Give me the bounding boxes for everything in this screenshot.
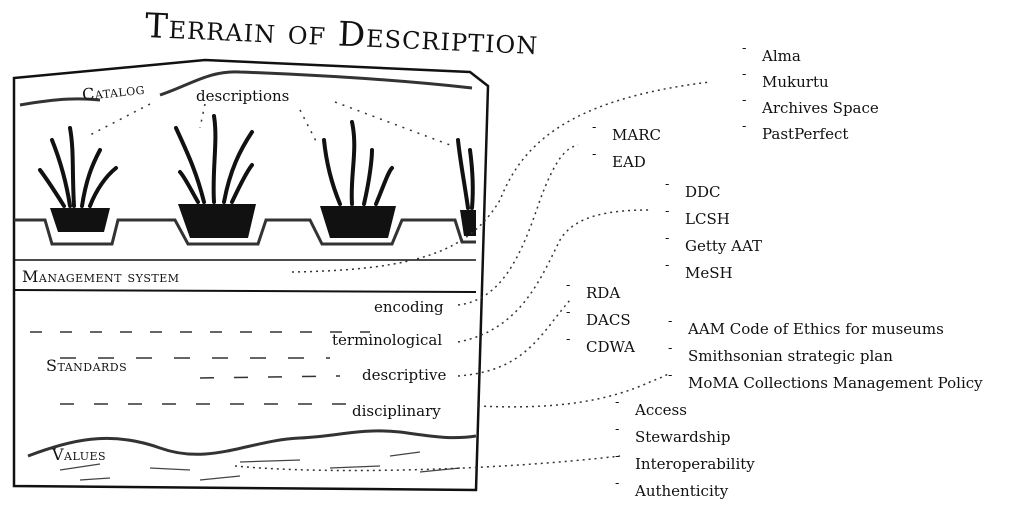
management-system-item: Mukurtu xyxy=(742,67,829,91)
management-bottom-line xyxy=(13,289,477,293)
connector-values xyxy=(234,455,621,472)
value-item: Authenticity xyxy=(615,476,728,500)
connector-management xyxy=(291,81,711,273)
descriptive-label: descriptive xyxy=(362,366,447,384)
terminological-standard-item: MeSH xyxy=(665,258,732,282)
disciplinary-standard-item: MoMA Collections Management Policy xyxy=(668,368,983,392)
descriptive-standard-item: RDA xyxy=(566,278,620,302)
terminological-standard-item: LCSH xyxy=(665,204,730,228)
connectors xyxy=(234,81,711,472)
terrain-box xyxy=(12,58,490,492)
descriptions-label: descriptions xyxy=(196,87,290,105)
values-wave xyxy=(27,429,477,458)
connector-descriptive xyxy=(457,299,571,377)
value-item: Interoperability xyxy=(615,449,755,473)
values-texture xyxy=(59,451,461,481)
connector-disciplinary xyxy=(477,373,669,408)
encoding-standard-item: MARC xyxy=(592,120,661,144)
management-system-item: PastPerfect xyxy=(742,119,849,143)
plants xyxy=(38,114,475,210)
encoding-standard-item: EAD xyxy=(592,147,646,171)
description-rays xyxy=(89,101,451,146)
values-label: Values xyxy=(52,445,107,464)
standards-label: Standards xyxy=(46,356,128,375)
connector-terminological xyxy=(457,209,651,343)
management-system-item: Alma xyxy=(742,41,801,65)
catalog-wave xyxy=(19,70,473,107)
connector-encoding xyxy=(457,144,579,306)
terminological-standard-item: DDC xyxy=(665,177,720,201)
value-item: Stewardship xyxy=(615,422,730,446)
encoding-label: encoding xyxy=(374,298,444,316)
disciplinary-standard-item: AAM Code of Ethics for museums xyxy=(668,314,944,338)
disciplinary-standard-item: Smithsonian strategic plan xyxy=(668,341,893,365)
terminological-standard-item: Getty AAT xyxy=(665,231,762,255)
management-system-label: Management system xyxy=(22,267,180,286)
terminological-label: terminological xyxy=(332,331,443,349)
management-system-item: Archives Space xyxy=(742,93,879,117)
disciplinary-label: disciplinary xyxy=(352,402,441,420)
descriptive-standard-item: DACS xyxy=(566,305,630,329)
standards-strata xyxy=(30,331,370,405)
plant-pots xyxy=(50,204,476,238)
descriptive-standard-item: CDWA xyxy=(566,332,635,356)
ground-line xyxy=(14,218,476,246)
value-item: Access xyxy=(615,395,687,419)
